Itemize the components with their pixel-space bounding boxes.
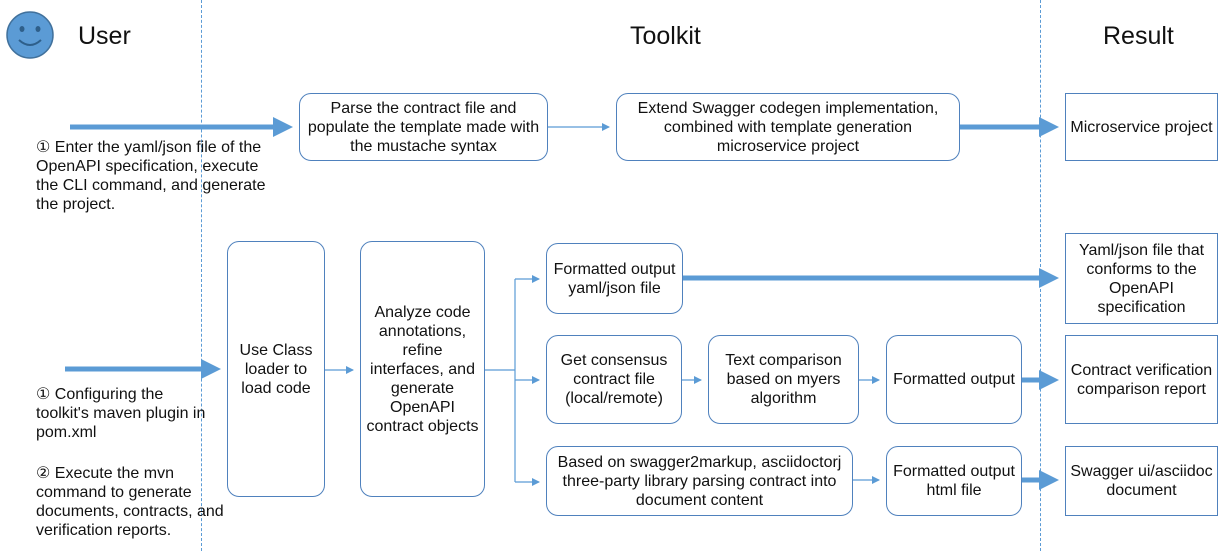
smiley-face-icon — [6, 11, 54, 59]
consensus-contract-box: Get consensus contract file (local/remot… — [546, 335, 682, 424]
formatted-output-box: Formatted output — [886, 335, 1022, 424]
swagger2markup-box: Based on swagger2markup, asciidoctorj th… — [546, 446, 853, 516]
result-yaml-box: Yaml/json file that conforms to the Open… — [1065, 233, 1218, 324]
header-user: User — [78, 22, 131, 50]
user-note-mvn-command: ② Execute the mvn command to generate do… — [36, 465, 224, 539]
user-note-cli: ① Enter the yaml/json file of the OpenAP… — [36, 139, 266, 213]
header-result: Result — [1103, 22, 1174, 50]
parse-template-box: Parse the contract file and populate the… — [299, 93, 548, 161]
class-loader-box: Use Class loader to load code — [227, 241, 325, 497]
result-swagger-doc-box: Swagger ui/asciidoc document — [1065, 446, 1218, 516]
header-toolkit: Toolkit — [630, 22, 701, 50]
formatted-html-box: Formatted output html file — [886, 446, 1022, 516]
text-comparison-box: Text comparison based on myers algorithm — [708, 335, 859, 424]
extend-codegen-box: Extend Swagger codegen implementation, c… — [616, 93, 960, 161]
user-note-maven-config: ① Configuring the toolkit's maven plugin… — [36, 386, 206, 441]
column-divider-left — [201, 0, 202, 551]
analyze-box: Analyze code annotations, refine interfa… — [360, 241, 485, 497]
formatted-yaml-box: Formatted output yaml/json file — [546, 243, 683, 314]
result-contract-report-box: Contract verification comparison report — [1065, 335, 1218, 424]
result-microservice-box: Microservice project — [1065, 93, 1218, 161]
